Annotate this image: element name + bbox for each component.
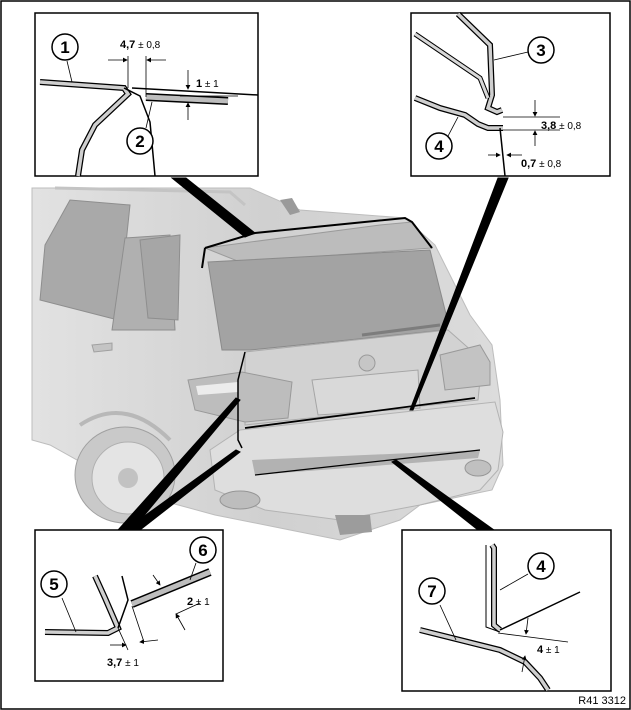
dim-tolerance: ± 0,8 bbox=[135, 40, 160, 51]
inset-top-left: 1 2 4,7 ± 0,8 1 ± 1 bbox=[34, 12, 259, 177]
dim-text-4: 4 ± 1 bbox=[537, 644, 560, 656]
callout-4-lower-label: 4 bbox=[536, 557, 546, 576]
dim-value: 4 bbox=[537, 644, 544, 656]
dim-text-1: 1 ± 1 bbox=[196, 78, 219, 90]
dim-tolerance: ± 1 bbox=[193, 597, 210, 608]
car-illustration bbox=[31, 186, 504, 541]
callout-6-label: 6 bbox=[198, 541, 207, 560]
callout-3-label: 3 bbox=[536, 41, 545, 60]
callout-4 bbox=[425, 132, 453, 160]
dim-text-2: 2 ± 1 bbox=[187, 596, 210, 608]
dim-value: 3,8 bbox=[541, 120, 556, 132]
callout-1 bbox=[51, 33, 79, 61]
inset-bottom-right: 4 7 4 ± 1 bbox=[401, 529, 612, 692]
dim-value: 2 bbox=[187, 596, 193, 608]
dim-value: 3,7 bbox=[107, 657, 122, 669]
callout-5 bbox=[40, 570, 68, 598]
dim-text-3-7: 3,7 ± 1 bbox=[107, 657, 139, 669]
dim-tolerance: ± 1 bbox=[202, 79, 219, 90]
inset-bottom-left: 5 6 2 ± 1 3,7 ± 1 bbox=[34, 529, 224, 682]
figure-id: R41 3312 bbox=[578, 695, 626, 707]
callout-4-lower bbox=[527, 552, 555, 580]
callout-2 bbox=[126, 127, 154, 155]
dim-text-3-8: 3,8 ± 0,8 bbox=[541, 120, 582, 132]
callout-5-label: 5 bbox=[49, 575, 58, 594]
callout-3 bbox=[527, 36, 555, 64]
callout-2-label: 2 bbox=[135, 132, 144, 151]
dim-tolerance: ± 1 bbox=[122, 658, 139, 669]
joint-lines bbox=[201, 216, 481, 476]
leader-lines bbox=[116, 177, 509, 531]
dim-value: 1 bbox=[196, 78, 202, 90]
inset-frame bbox=[401, 529, 612, 692]
dim-value: 0,7 bbox=[521, 158, 536, 170]
dim-value: 4,7 bbox=[120, 39, 135, 51]
dim-text-4-7: 4,7 ± 0,8 bbox=[120, 39, 161, 51]
dim-tolerance: ± 0,8 bbox=[536, 159, 561, 170]
inset-top-right: 3 4 3,8 ± 0,8 0,7 ± 0,8 bbox=[410, 11, 611, 177]
dim-tolerance: ± 1 bbox=[543, 645, 560, 656]
callout-7 bbox=[418, 577, 446, 605]
callout-4-label: 4 bbox=[434, 137, 444, 156]
dim-text-0-7: 0,7 ± 0,8 bbox=[521, 158, 562, 170]
callout-6 bbox=[189, 536, 217, 564]
callout-1-label: 1 bbox=[60, 38, 69, 57]
dim-tolerance: ± 0,8 bbox=[556, 121, 581, 132]
callout-7-label: 7 bbox=[427, 582, 436, 601]
